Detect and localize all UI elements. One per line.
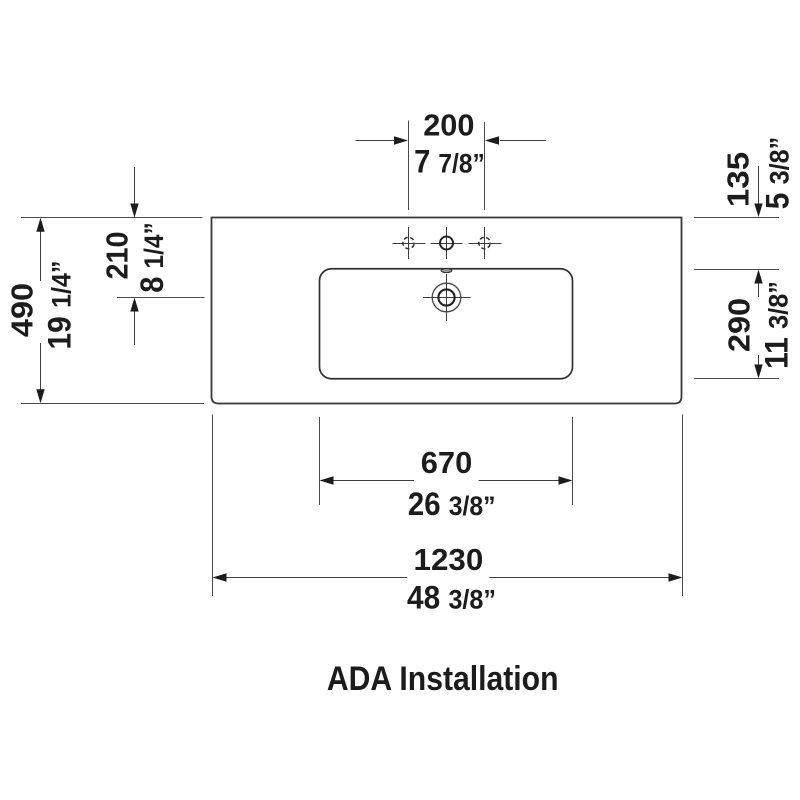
- svg-text:8 1/4”: 8 1/4”: [134, 222, 170, 293]
- svg-text:48 3/8”: 48 3/8”: [407, 580, 496, 616]
- svg-text:210: 210: [100, 232, 135, 280]
- svg-text:1230: 1230: [414, 542, 484, 577]
- svg-text:ADA Installation: ADA Installation: [327, 660, 559, 698]
- svg-text:670: 670: [421, 445, 473, 480]
- svg-text:26 3/8”: 26 3/8”: [408, 486, 496, 522]
- svg-text:135: 135: [721, 152, 756, 207]
- svg-text:19 1/4”: 19 1/4”: [42, 261, 78, 350]
- svg-text:7 7/8”: 7 7/8”: [414, 144, 485, 180]
- svg-text:11 3/8”: 11 3/8”: [759, 281, 795, 369]
- svg-text:290: 290: [722, 298, 757, 352]
- svg-text:5 3/8”: 5 3/8”: [760, 137, 796, 209]
- svg-text:490: 490: [4, 283, 39, 337]
- svg-text:200: 200: [423, 107, 474, 142]
